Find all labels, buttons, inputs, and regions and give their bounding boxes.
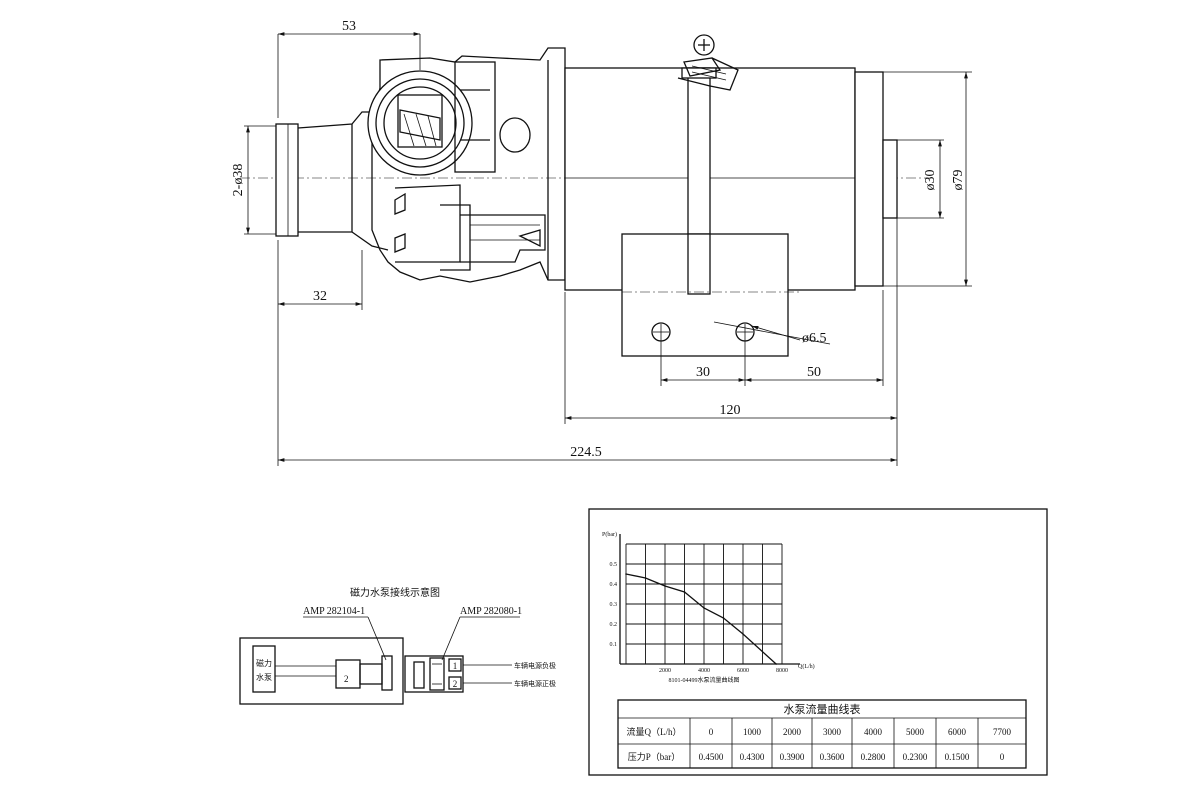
table-flow-cell: 1000	[743, 727, 762, 737]
table-flow-cell: 2000	[783, 727, 802, 737]
chart-point	[742, 633, 744, 635]
table-pressure-cell: 0.4300	[740, 752, 765, 762]
dim-6-5-dia: ø6.5	[802, 331, 827, 346]
chart-x-tick: 4000	[698, 668, 710, 674]
chart-y-tick: 0.2	[610, 622, 618, 628]
connector-right-label: AMP 282080-1	[460, 606, 522, 617]
table-title: 水泵流量曲线表	[784, 702, 861, 716]
chart-point	[722, 617, 725, 619]
chart-y-tick: 0.4	[610, 582, 618, 588]
table-pressure-cell: 0.2300	[903, 752, 928, 762]
wiring-title: 磁力水泵接线示意图	[350, 586, 440, 599]
chart-y-tick: 0.5	[610, 562, 618, 568]
table-pressure-cell: 0.3600	[820, 752, 845, 762]
table-flow-cell: 3000	[823, 727, 842, 737]
chart-xlabel: Q(L/h)	[798, 663, 815, 670]
dim-30: 30	[696, 365, 710, 380]
pin-1-label: 1	[453, 661, 458, 671]
chart-y-tick: 0.3	[610, 602, 618, 608]
chart-caption: 8101-04499水泵流量曲线图	[669, 676, 740, 684]
chart-point	[775, 663, 777, 665]
table-flow-cell: 4000	[864, 727, 883, 737]
dim-30-dia: ø30	[923, 170, 938, 191]
pump-curve-chart: P(bar) Q(L/h) 8101-04499水泵流量曲线图 0.1 0.2 0.…	[602, 531, 815, 684]
dim-79-dia: ø79	[951, 170, 966, 191]
dim-224-5: 224.5	[570, 445, 602, 460]
chart-ylabel: P(bar)	[602, 531, 617, 538]
table-pressure-cell: 0.1500	[945, 752, 970, 762]
chart-x-tick: 6000	[737, 668, 749, 674]
table-flow-cell: 0	[709, 727, 714, 737]
inlet-pipe	[275, 111, 389, 251]
table-row2-header: 压力P（bar）	[628, 751, 681, 762]
pump-curve-panel: P(bar) Q(L/h) 8101-04499水泵流量曲线图 0.1 0.2 0.…	[588, 508, 1048, 776]
pump-label-1: 磁力	[256, 658, 272, 668]
dim-2-38: 2-ø38	[231, 164, 246, 197]
table-pressure-cell: 0.2800	[861, 752, 886, 762]
volute-housing	[367, 47, 566, 283]
table-flow-cell: 7700	[993, 727, 1012, 737]
wiring-diagram: 磁力水泵接线示意图 AMP 282104-1 AMP 282080-1 磁力 水…	[239, 586, 556, 705]
chart-point	[644, 577, 647, 579]
dim-53: 53	[342, 19, 356, 34]
dim-32: 32	[313, 289, 327, 304]
chart-point	[664, 585, 666, 587]
table-pressure-cell: 0.3900	[780, 752, 805, 762]
chart-point	[625, 573, 627, 575]
table-pressure-cell: 0.4500	[699, 752, 724, 762]
chart-y-tick: 0.1	[610, 642, 618, 648]
chart-x-tick: 8000	[776, 668, 788, 674]
dim-50: 50	[807, 365, 821, 380]
pos-label: 车辆电源正极	[514, 679, 556, 688]
table-row1-header: 流量Q（L/h）	[627, 726, 682, 737]
chart-point	[703, 607, 705, 609]
neg-label: 车辆电源负极	[514, 661, 556, 670]
pump-flow-table: 水泵流量曲线表 流量Q（L/h） 压力P（bar） 0 0.4500 1000 0.4…	[617, 699, 1027, 769]
pin-inner-label: 2	[344, 674, 349, 684]
pin-2-label: 2	[453, 679, 458, 689]
mounting-bracket	[621, 233, 800, 357]
chart-series-line	[625, 573, 777, 665]
connector-left-label: AMP 282104-1	[303, 606, 365, 617]
dim-120: 120	[720, 403, 741, 418]
pump-label-2: 水泵	[256, 672, 272, 682]
chart-point	[683, 591, 686, 593]
chart-x-tick: 2000	[659, 668, 671, 674]
table-flow-cell: 6000	[948, 727, 967, 737]
pump-drawing: 53 2-ø38 32 ø30 ø79 ø6.5	[231, 19, 972, 466]
table-flow-cell: 5000	[906, 727, 925, 737]
dimensions: 53 2-ø38 32 ø30 ø79 ø6.5	[231, 19, 972, 466]
table-pressure-cell: 0	[1000, 752, 1005, 762]
